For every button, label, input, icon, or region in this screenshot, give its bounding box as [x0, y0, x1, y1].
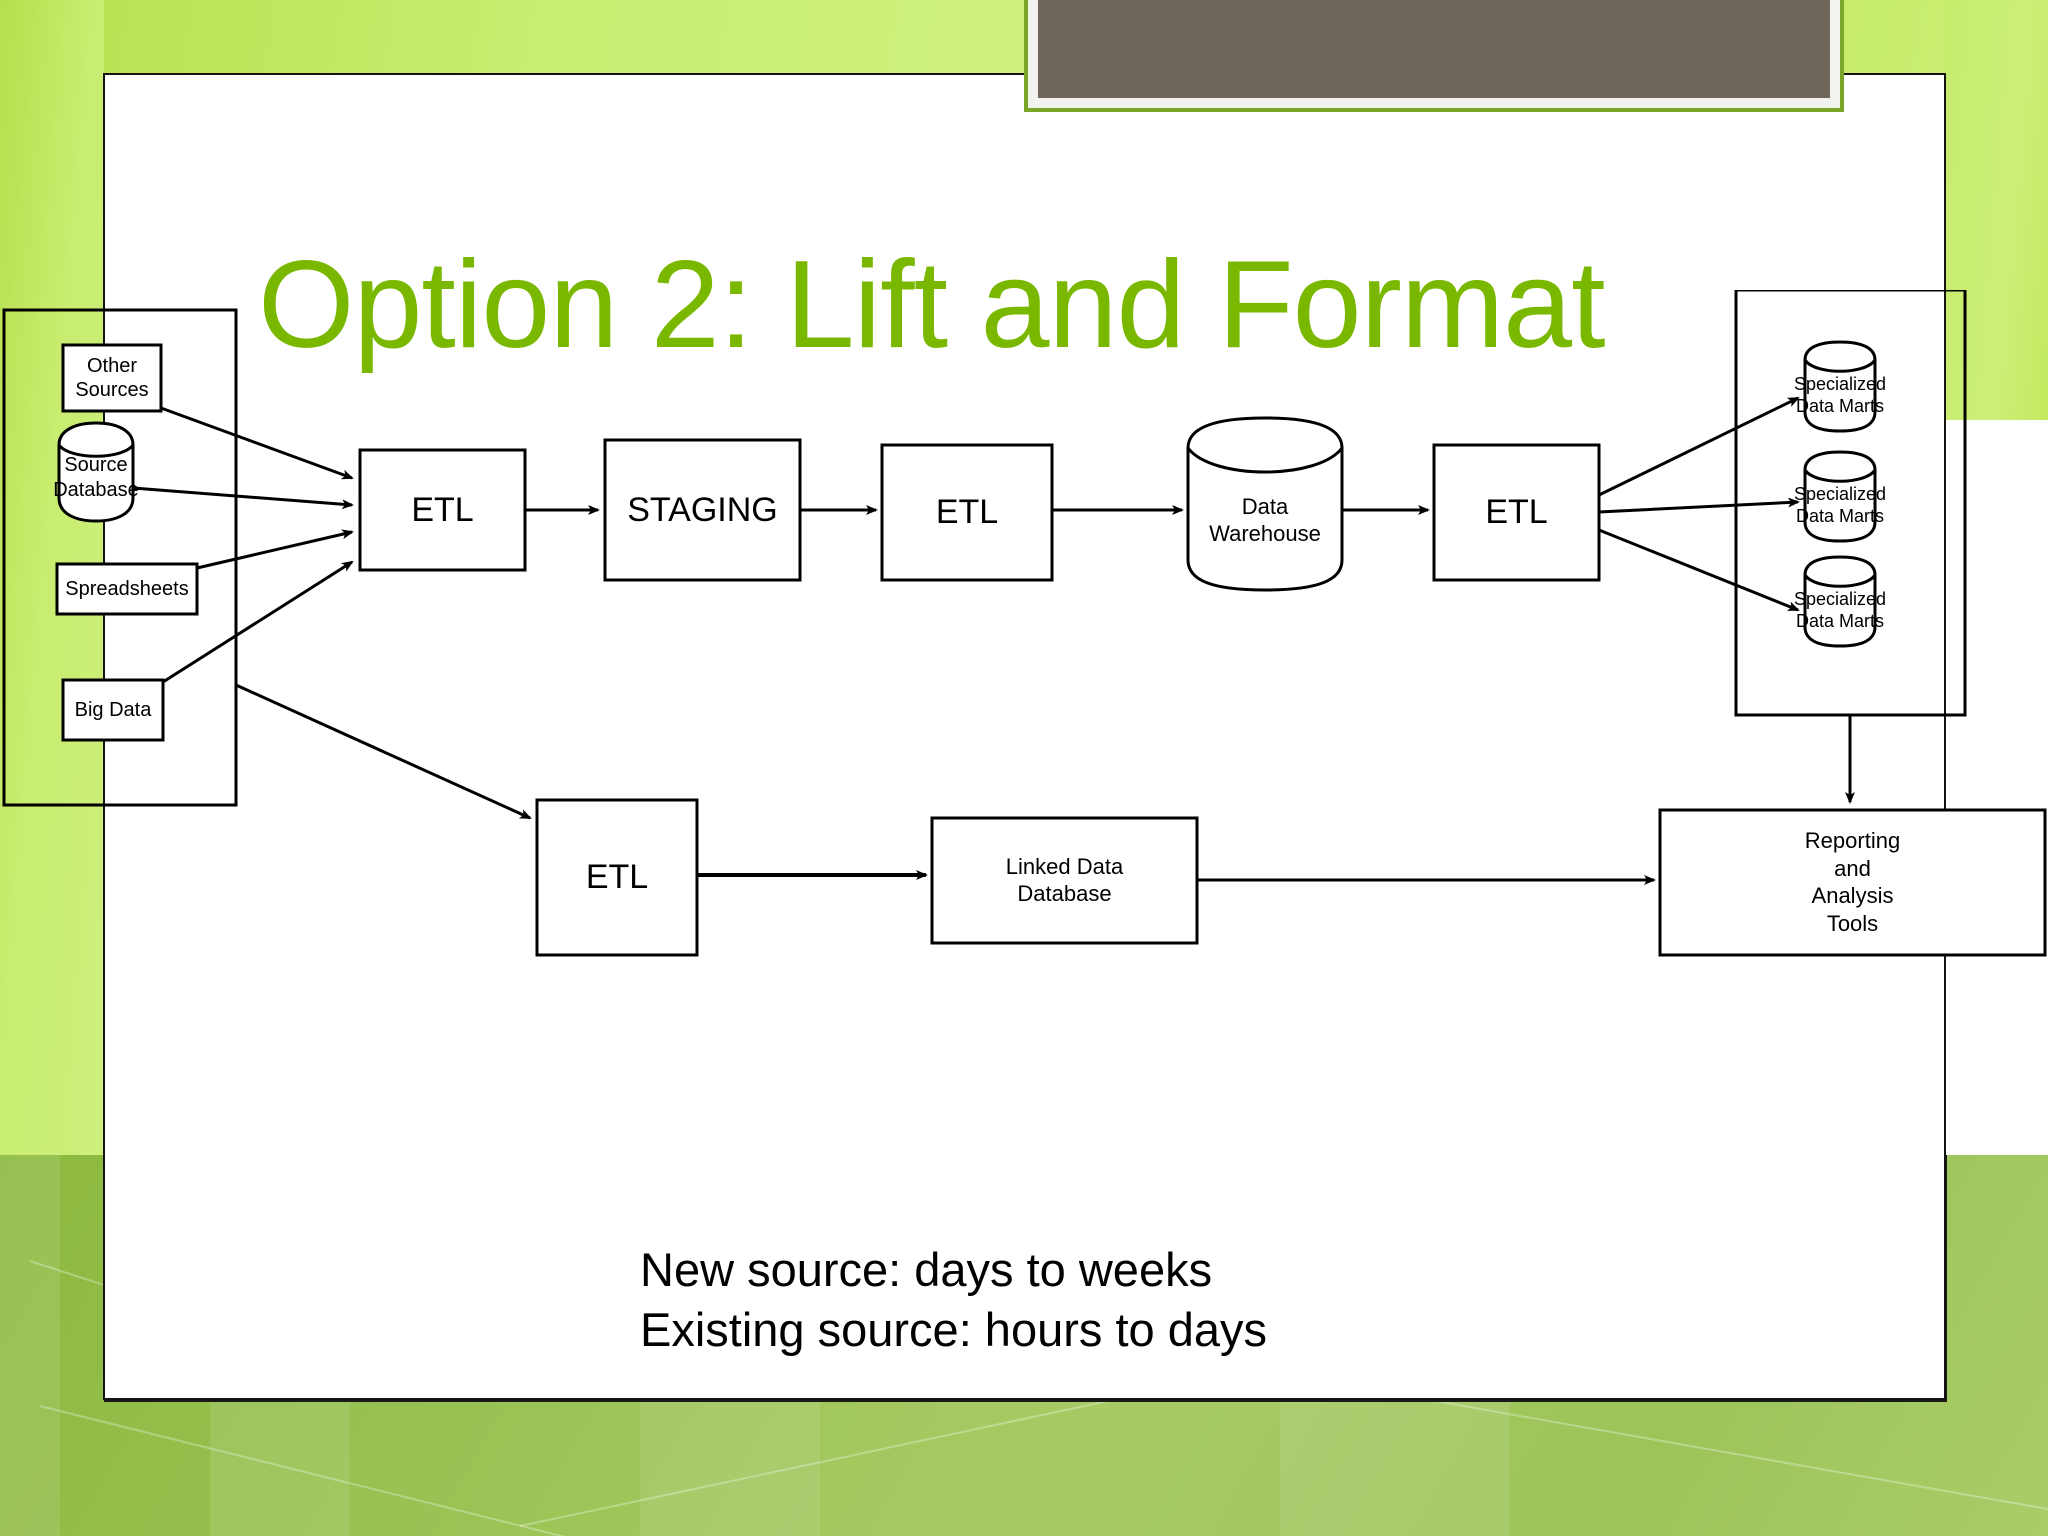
- node-data-mart-1[interactable]: [1803, 340, 1877, 433]
- edge-spreadsheets-to-etl1: [196, 529, 354, 570]
- caption-line-1: New source: days to weeks: [640, 1243, 1213, 1296]
- architecture-diagram: Other Sources Source Database Spreadshee…: [0, 290, 2048, 1240]
- node-linked-data-database[interactable]: [930, 816, 1199, 945]
- decoration-facet: [0, 1155, 60, 1536]
- edge-sources-to-etl4: [235, 683, 532, 820]
- summary-caption: New source: days to weeks Existing sourc…: [640, 1240, 1540, 1360]
- edge-etl3-to-data-mart-1: [1598, 396, 1800, 497]
- edge-source-database-to-etl1: [132, 486, 354, 510]
- edge-etl3-to-data-mart-3: [1598, 528, 1800, 612]
- node-big-data[interactable]: [61, 678, 165, 742]
- node-data-warehouse[interactable]: [1186, 416, 1344, 592]
- edge-big-data-to-etl1: [162, 560, 354, 684]
- node-etl-1[interactable]: [358, 448, 527, 572]
- node-etl-3[interactable]: [1432, 443, 1601, 582]
- page-title: Option 2: Lift and Format: [258, 236, 1606, 374]
- header-accent-block: [1024, 0, 1844, 112]
- node-etl-2[interactable]: [880, 443, 1054, 582]
- edge-other-sources-to-etl1: [160, 406, 354, 480]
- header-accent-fill: [1038, 0, 1830, 98]
- node-staging[interactable]: [603, 438, 802, 582]
- node-spreadsheets[interactable]: [55, 562, 199, 616]
- node-data-mart-3[interactable]: [1803, 555, 1877, 648]
- decoration-line: [39, 1405, 720, 1536]
- node-data-mart-2[interactable]: [1803, 450, 1877, 543]
- caption-line-2: Existing source: hours to days: [640, 1303, 1267, 1357]
- decoration-right-green-band: [1944, 0, 2048, 420]
- node-etl-4[interactable]: [535, 798, 699, 957]
- node-other-sources[interactable]: [61, 343, 163, 413]
- node-reporting-tools[interactable]: [1658, 808, 2047, 957]
- edge-etl3-to-data-mart-2: [1598, 497, 1800, 514]
- diagram-canvas: [2, 290, 2047, 957]
- slide-content-panel: [103, 73, 1946, 1400]
- node-source-database[interactable]: [57, 421, 135, 523]
